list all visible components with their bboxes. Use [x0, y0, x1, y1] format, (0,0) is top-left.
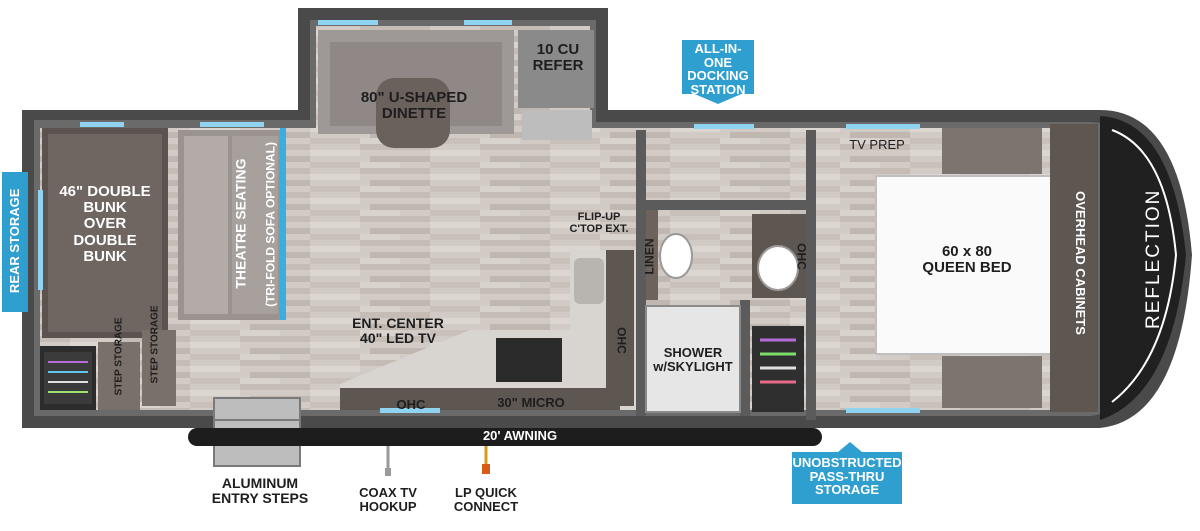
rear-storage-badge: REAR STORAGE [2, 172, 28, 312]
bunk-label: 46" DOUBLE BUNK OVER DOUBLE BUNK [59, 183, 151, 265]
galley-counter [340, 250, 636, 410]
docking-station-badge: ALL-IN-ONE DOCKING STATION [682, 40, 754, 96]
kitchen-ohc-label: OHC [396, 397, 426, 412]
refrigerator [518, 30, 594, 140]
bunk-area [42, 128, 168, 338]
overhead-cabinet-strip [1050, 124, 1098, 412]
lp-quick-connect-label: LP QUICK CONNECT [453, 485, 519, 515]
coax-hookup-line [385, 446, 391, 476]
bedroom-nightstands [942, 128, 1042, 408]
aluminum-steps-label: ALUMINUM ENTRY STEPS [211, 475, 309, 507]
awning-bar [188, 428, 822, 446]
tv-prep-label: TV PREP [849, 137, 905, 152]
windows [38, 20, 920, 413]
closet-shelves [752, 326, 804, 412]
bathroom-fixtures [646, 210, 806, 300]
micro-label: 30" MICRO [497, 395, 565, 410]
dinette-label: 80" U-SHAPED DINETTE [360, 89, 468, 123]
step-storage-label-1: STEP STORAGE [113, 317, 125, 396]
theatre-seating-label: THEATRE SEATING [232, 158, 249, 289]
awning-label: 20' AWNING [482, 428, 558, 443]
ent-center-label: ENT. CENTER 40" LED TV [352, 315, 444, 347]
front-cap [1100, 116, 1186, 420]
lp-quick-connect-line [482, 446, 490, 474]
theatre-note-label: (TRI-FOLD SOFA OPTIONAL) [263, 142, 278, 307]
interior-walls [636, 130, 816, 420]
step-storage-boxes [98, 330, 176, 410]
linen-label: LINEN [642, 238, 657, 275]
dinette [318, 30, 514, 148]
pass-thru-storage-badge: UNOBSTRUCTED PASS-THRU STORAGE [792, 452, 902, 504]
overhead-cabinets-label: OVERHEAD CABINETS [1073, 191, 1089, 335]
badge-pointers [690, 92, 862, 452]
rear-storage-label: REAR STORAGE [7, 188, 23, 294]
shower-label: SHOWER w/SKYLIGHT [653, 345, 733, 375]
queen-bed-label: 60 x 80 QUEEN BED [922, 243, 1012, 277]
refer-label: 10 CU REFER [532, 41, 584, 75]
step-storage-label-2: STEP STORAGE [149, 305, 161, 384]
theatre-seating [178, 128, 286, 320]
flip-up-label: FLIP-UP C'TOP EXT. [569, 211, 629, 235]
shower [645, 305, 741, 413]
counter-ohc-label: OHC [614, 327, 629, 354]
coax-hookup-label: COAX TV HOOKUP [359, 485, 417, 515]
bunk-storage-unit [40, 346, 96, 410]
bath-ohc-label: OHC [794, 243, 809, 270]
brand-logo: REFLECTION [1143, 188, 1164, 329]
queen-bed [875, 175, 1059, 355]
